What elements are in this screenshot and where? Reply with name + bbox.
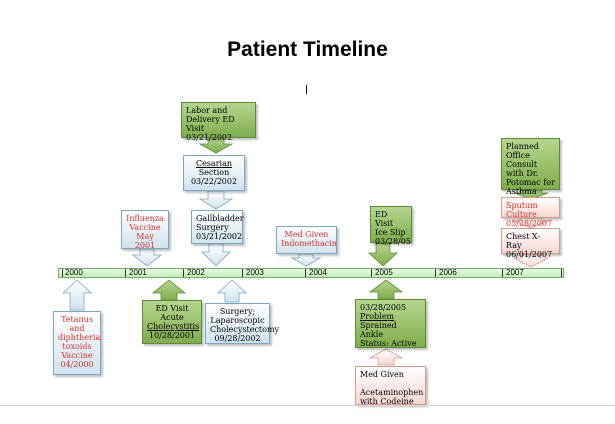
year-label: 2003	[246, 268, 264, 277]
up-arrow	[216, 279, 248, 303]
year-tick	[305, 269, 306, 277]
event-influenza-vaccine: Influenza Vaccine May 2001	[121, 210, 169, 250]
down-arrow	[513, 217, 549, 229]
event-med-indomethacin: Med Given Indomethacin	[276, 226, 337, 254]
problem-date: 03/28/2005	[360, 303, 407, 312]
up-arrow	[368, 279, 404, 300]
event-ed-acute-cholecystitis: ED Visit Acute Cholecystitis 10/28/2001	[142, 300, 202, 344]
page-divider	[0, 405, 615, 406]
year-tick	[125, 269, 126, 277]
ed-acute-line2: Cholecystitis	[147, 322, 200, 331]
event-gallbladder-surgery: Gallbladder Surgery 03/21/2002	[191, 210, 244, 244]
down-arrow	[290, 253, 322, 267]
event-ed-ice-slip: ED Visit Ice Slip 03/28/05	[370, 206, 412, 246]
year-tick	[502, 269, 503, 277]
up-arrow	[368, 348, 404, 366]
year-tick	[62, 269, 63, 277]
year-label: 2001	[129, 268, 147, 277]
year-tick	[183, 269, 184, 277]
problem-details: Sprained Ankle Status: Active	[360, 321, 417, 348]
year-tick	[435, 269, 436, 277]
down-arrow	[513, 189, 549, 200]
down-arrow	[367, 242, 399, 267]
year-tick	[561, 269, 562, 277]
event-chest-xray: Chest X-Ray 06/01/2007	[501, 228, 560, 259]
problem-label: Problem	[360, 312, 395, 321]
down-arrow	[198, 190, 234, 210]
event-tetanus-vaccine: Tetanus and diphtheria toxoids Vaccine 0…	[53, 311, 101, 375]
ed-acute-line3: 10/28/2001	[148, 331, 196, 340]
event-med-acetaminophen: Med Given Acetaminophen with Codeine	[355, 366, 426, 406]
event-labor-delivery: Labor and Delivery ED Visit 03/21/2002	[181, 102, 256, 142]
year-label: 2000	[65, 268, 83, 277]
year-tick	[242, 269, 243, 277]
year-label: 2005	[375, 268, 393, 277]
year-label: 2007	[506, 268, 524, 277]
down-arrow	[131, 248, 163, 267]
down-arrow	[513, 253, 549, 268]
year-label: 2004	[309, 268, 327, 277]
event-cesarian-section: Cesarian Section 03/22/2002	[183, 155, 245, 191]
down-arrow	[198, 136, 234, 154]
cesarian-details: Section 03/22/2002	[190, 168, 238, 186]
event-problem-sprained-ankle: 03/28/2005 Problem Sprained Ankle Status…	[355, 299, 426, 348]
event-surgery-laparoscopic: Surgery; Laparoscopic Cholecystectomy 09…	[205, 303, 279, 344]
text-cursor	[306, 85, 307, 94]
event-planned-office-consult: Planned Office Consult with Dr. Potomac …	[501, 138, 560, 205]
cesarian-title: Cesarian	[195, 159, 233, 168]
down-arrow	[201, 243, 231, 267]
year-tick	[371, 269, 372, 277]
page-title: Patient Timeline	[227, 38, 388, 61]
ed-acute-line1: ED Visit Acute	[155, 304, 189, 322]
event-sputum-culture: Sputum Culture 05/28/2007	[501, 197, 560, 228]
year-label: 2006	[439, 268, 457, 277]
year-label: 2002	[187, 268, 205, 277]
up-arrow	[151, 279, 187, 301]
up-arrow	[61, 279, 93, 311]
timeline-bar: 2000 2001 2002 2003 2004 2005 2006 2007	[58, 268, 564, 278]
